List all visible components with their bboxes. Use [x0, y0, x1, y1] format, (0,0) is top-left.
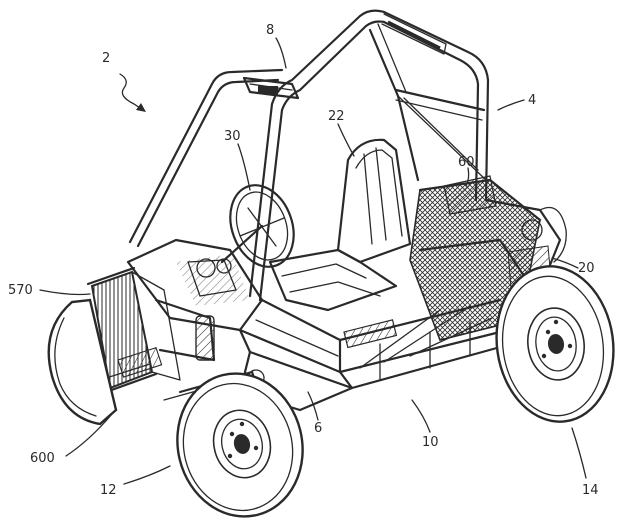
- front-wheel-left: [47, 298, 118, 426]
- leader-lines: [39, 37, 587, 485]
- leader-14: [571, 427, 587, 479]
- seat: [268, 138, 412, 312]
- leader-6: [307, 391, 319, 421]
- ref-20: 20: [578, 261, 595, 276]
- ref-4: 4: [528, 93, 536, 108]
- roll-cage: [128, 9, 490, 302]
- radiator: [86, 266, 181, 394]
- ref-10: 10: [422, 435, 439, 450]
- ref-22: 22: [328, 109, 345, 124]
- ref-14: 14: [582, 483, 599, 498]
- leader-2-arrow: [136, 103, 146, 112]
- ref-12: 12: [100, 483, 117, 498]
- roof-crossbar: [242, 13, 447, 100]
- ref-570: 570: [8, 283, 33, 298]
- leader-30: [237, 143, 251, 191]
- ref-60: 60: [458, 155, 475, 170]
- ref-30: 30: [224, 129, 241, 144]
- leader-12: [123, 465, 171, 485]
- front-wheel: [176, 372, 304, 518]
- leader-10: [411, 399, 431, 433]
- leader-600: [65, 413, 113, 457]
- ref-8: 8: [266, 23, 274, 38]
- leader-20: [551, 257, 579, 269]
- leader-4: [497, 99, 525, 111]
- ref-6: 6: [314, 421, 322, 436]
- ref-600: 600: [30, 451, 55, 466]
- leader-570: [39, 289, 91, 296]
- leader-2: [119, 73, 141, 109]
- leader-22: [337, 123, 355, 157]
- ref-2: 2: [102, 51, 110, 66]
- leader-60: [465, 167, 470, 187]
- reference-numerals: 2 8 4 30 22 60 20 570 600 6 10 12 14: [8, 23, 599, 498]
- leader-8: [275, 37, 287, 69]
- rear-wheel: [495, 265, 615, 423]
- steering-wheel: [220, 184, 295, 268]
- front-body: [126, 238, 264, 332]
